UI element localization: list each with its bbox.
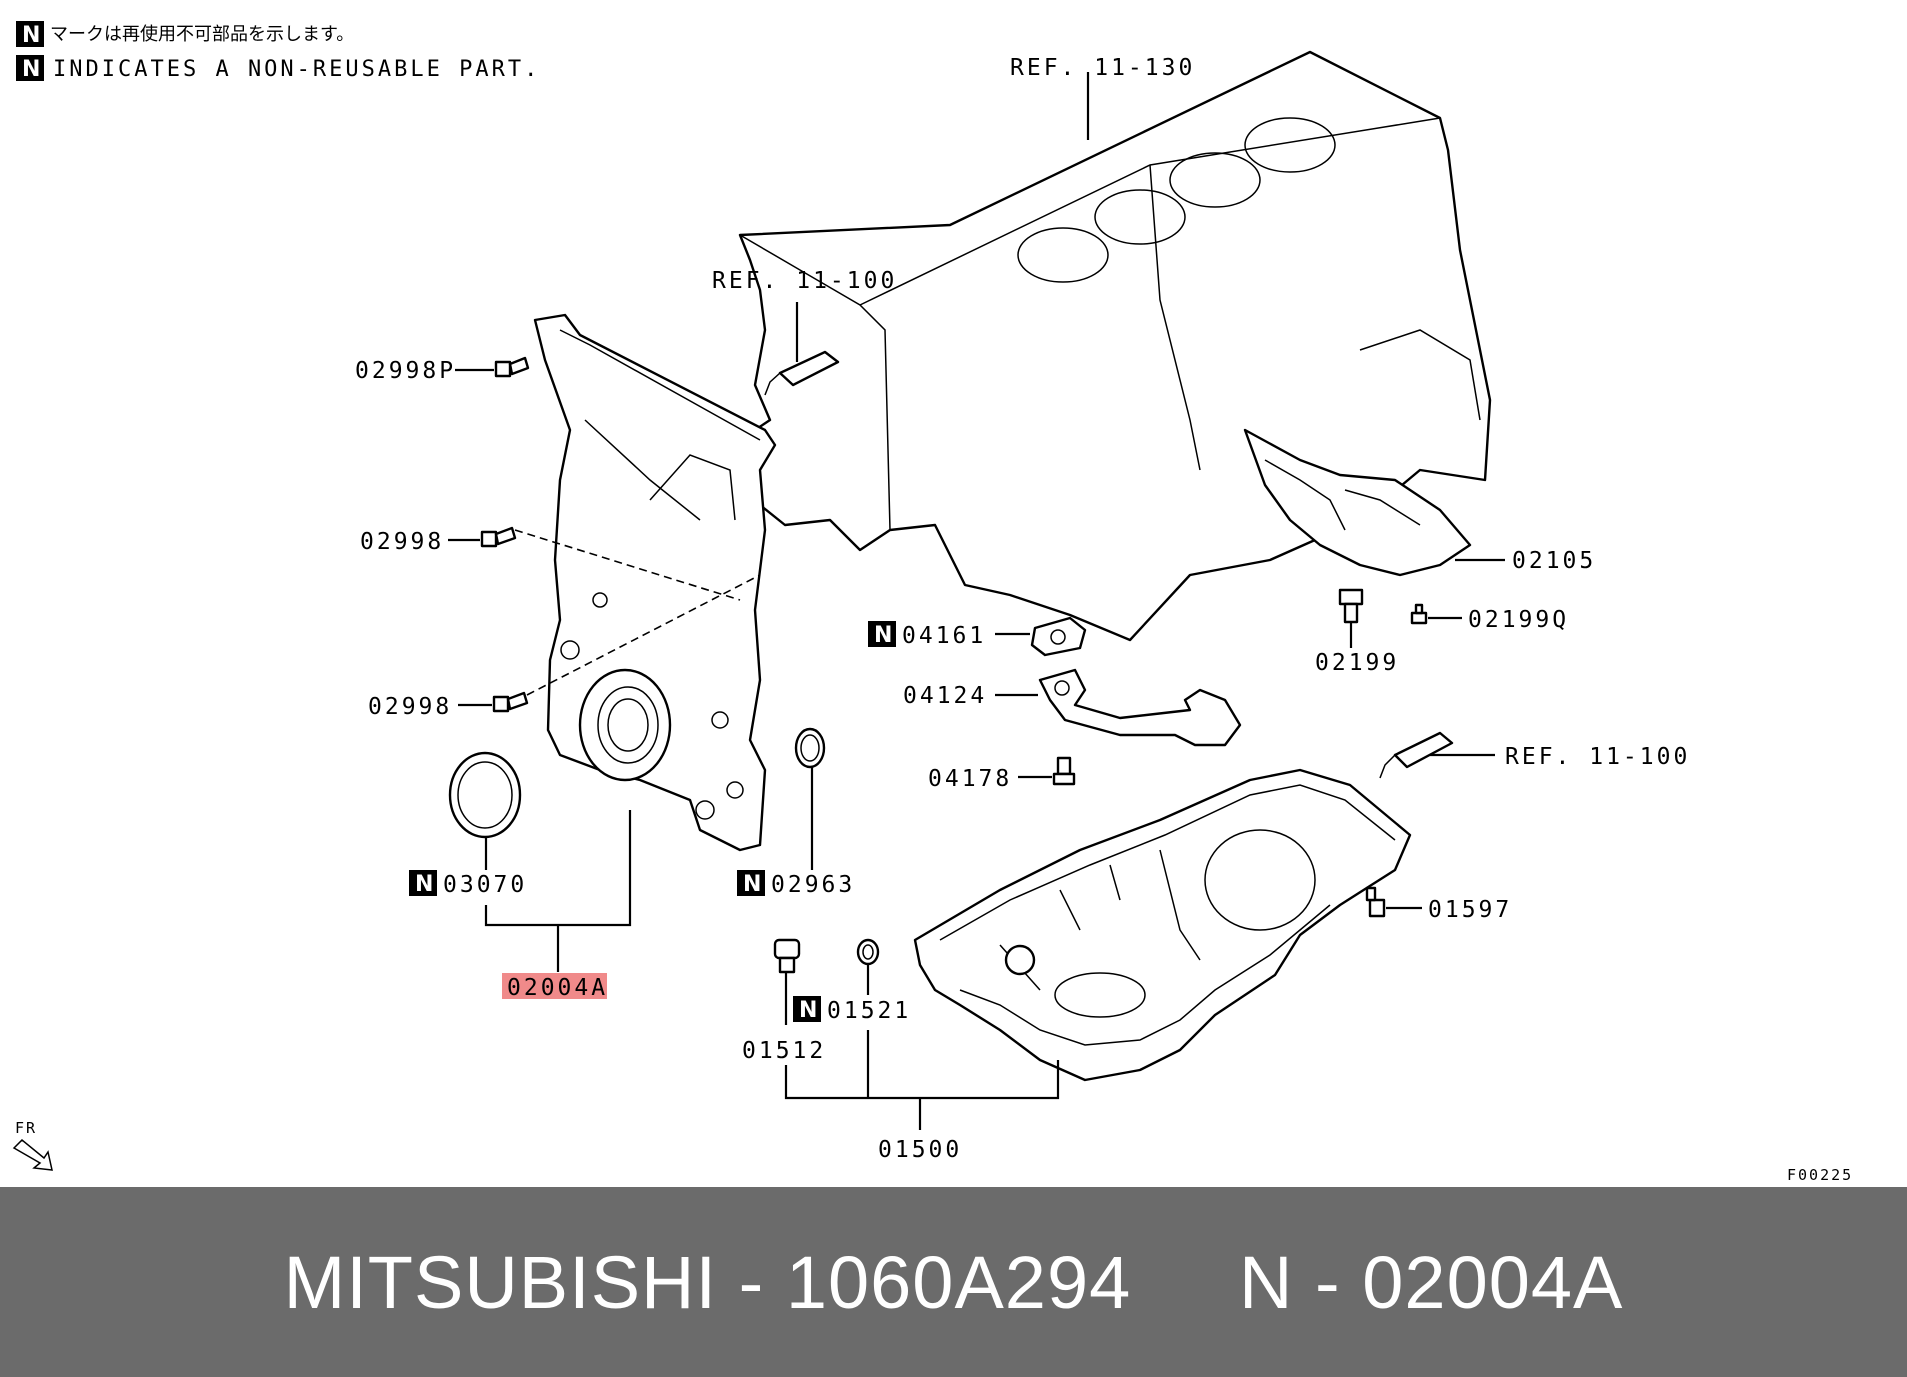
figure-code: F00225	[1787, 1166, 1853, 1184]
part-label-02199q: 02199Q	[1468, 607, 1569, 633]
n-mark-icon: N	[799, 998, 817, 1023]
o-ring-02963-icon	[794, 727, 826, 769]
oil-pan-drawing	[913, 768, 1412, 1082]
part-label-02004a[interactable]: 02004A	[507, 975, 608, 1001]
part-label-04178: 04178	[928, 766, 1012, 792]
part-label-02199: 02199	[1315, 650, 1399, 676]
part-label-02998-upper: 02998	[360, 529, 444, 555]
part-label-01521: 01521	[827, 998, 911, 1024]
oil-strainer-04124-drawing	[1038, 668, 1242, 747]
note-jp-text: マークは再使用不可部品を示します。	[50, 24, 354, 45]
n-mark-icon: N	[874, 623, 892, 648]
n-mark-03070: N	[409, 870, 437, 897]
n-mark-icon: N	[22, 57, 40, 82]
part-label-02998-lower: 02998	[368, 694, 452, 720]
footer-part-number: MITSUBISHI - 1060A294 N - 02004A	[283, 1240, 1624, 1324]
oil-seal-03070-icon	[448, 751, 522, 839]
ref-sealant-right-label: REF. 11-100	[1505, 744, 1690, 770]
part-label-04124: 04124	[903, 683, 987, 709]
header-note-jp: N マークは再使用不可部品を示します。	[16, 21, 354, 48]
timing-chain-cover-drawing	[533, 313, 777, 852]
part-label-02998p: 02998P	[355, 358, 456, 384]
n-mark-01521: N	[793, 996, 821, 1023]
bolt-02998p-icon	[494, 356, 530, 378]
part-label-02963: 02963	[771, 872, 855, 898]
parts-diagram: N マークは再使用不可部品を示します。 N INDICATES A NON-RE…	[12, 21, 1853, 1184]
n-mark-icon: N	[22, 23, 40, 48]
n-mark-02963: N	[737, 870, 765, 897]
gasket-04161-icon	[1030, 616, 1087, 657]
part-label-01597: 01597	[1428, 897, 1512, 923]
bolt-04178-icon	[1052, 756, 1076, 786]
bolt-01597-icon	[1365, 886, 1386, 918]
bolt-02998-lower-icon	[492, 691, 529, 713]
baffle-plate-drawing	[1243, 428, 1472, 577]
part-label-04161: 04161	[902, 623, 986, 649]
note-en-text: INDICATES A NON-REUSABLE PART.	[53, 57, 540, 82]
n-mark-icon: N	[743, 872, 761, 897]
ref-sealant-left-label: REF. 11-100	[712, 268, 897, 294]
bolt-02998-upper-icon	[480, 526, 517, 548]
bolt-02199-icon	[1338, 588, 1364, 624]
sealant-tube-right-icon	[1379, 731, 1454, 779]
drain-plug-01512-icon	[773, 938, 801, 974]
bolt-02199q-icon	[1410, 603, 1428, 625]
sealant-tube-left-icon	[764, 350, 840, 396]
footer-banner: MITSUBISHI - 1060A294 N - 02004A	[0, 1187, 1907, 1377]
gasket-01521-icon	[856, 938, 880, 966]
n-mark-04161: N	[868, 621, 896, 648]
n-mark-icon: N	[415, 872, 433, 897]
part-label-01500: 01500	[878, 1137, 962, 1163]
header-note-en: N INDICATES A NON-REUSABLE PART.	[16, 55, 540, 82]
front-orientation-label: FR	[15, 1119, 37, 1137]
part-label-03070: 03070	[443, 872, 527, 898]
part-label-02105: 02105	[1512, 548, 1596, 574]
front-arrow-icon	[12, 1138, 53, 1171]
ref-block-label: REF. 11-130	[1010, 55, 1195, 81]
highlight-02004a	[502, 973, 607, 999]
part-label-01512: 01512	[742, 1038, 826, 1064]
